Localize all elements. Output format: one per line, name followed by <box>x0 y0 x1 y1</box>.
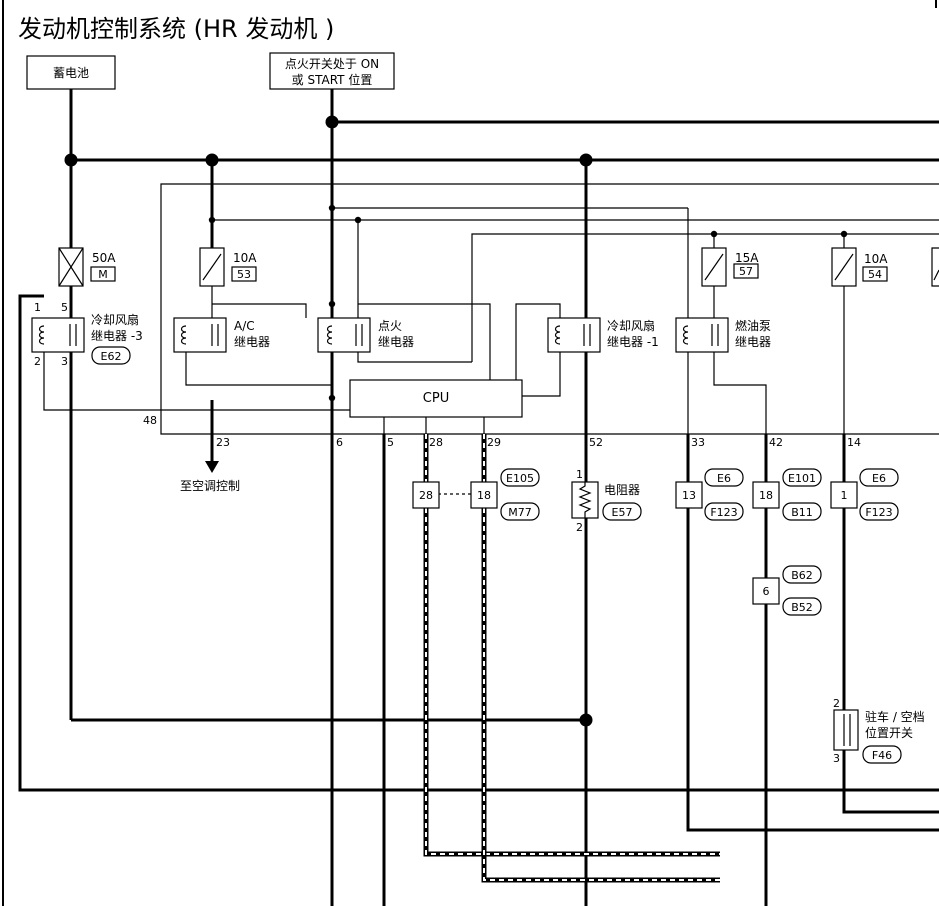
relay-fuel-pump: 燃油泵 继电器 <box>675 317 771 353</box>
terminal-5: 5 <box>387 436 394 449</box>
switch-connector: F46 <box>872 749 892 762</box>
connector-13-bottom: F123 <box>710 506 737 519</box>
ignition-label-1: 点火开关处于 ON <box>285 57 379 71</box>
fuse-50a-rating: 50A <box>92 251 116 265</box>
connector-18a-top: E105 <box>506 472 534 485</box>
switch-pin-3: 3 <box>833 752 840 765</box>
connector-1-bottom: F123 <box>865 506 892 519</box>
resistor-pin-2: 2 <box>576 521 583 534</box>
can-lines <box>423 434 720 883</box>
terminal-33: 33 <box>691 436 705 449</box>
fuse-57-rating: 15A <box>735 251 759 265</box>
ignition-label-2: 或 START 位置 <box>292 72 373 87</box>
connector-13-top: E6 <box>717 472 731 485</box>
relay-fan-3: 1 5 2 3 冷却风扇 继电器 -3 E62 <box>31 301 143 368</box>
fuel-relay-label-2: 继电器 <box>735 335 771 349</box>
resistor-pin-1: 1 <box>576 468 583 481</box>
connector-28-pin: 28 <box>419 489 433 502</box>
connector-1: 1 E6 F123 <box>830 468 899 521</box>
fuse-15a-57: 15A 57 <box>701 247 759 287</box>
ign-relay-label-2: 继电器 <box>378 335 414 349</box>
main-wires <box>69 89 939 906</box>
switch-label-1: 驻车 / 空档 <box>865 709 925 724</box>
fan1-label-1: 冷却风扇 <box>607 318 655 333</box>
external-wiring <box>18 294 939 906</box>
fan1-label-2: 继电器 -1 <box>607 335 659 349</box>
junction-dots <box>64 115 593 727</box>
fuse-50a-id: M <box>98 268 108 281</box>
ac-relay-label-2: 继电器 <box>234 335 270 349</box>
fuse-54-rating: 10A <box>864 252 888 266</box>
switch-pin-2: 2 <box>833 697 840 710</box>
cpu-block: CPU <box>349 379 523 418</box>
fuse-partial <box>931 247 939 287</box>
connector-6-bottom: B52 <box>791 601 813 614</box>
connector-6-pin: 6 <box>763 585 770 598</box>
fan3-pin-1: 1 <box>34 301 41 314</box>
ignition-switch-box: 点火开关处于 ON 或 START 位置 <box>269 52 395 90</box>
fan3-pin-2: 2 <box>34 355 41 368</box>
connector-18-e105: 18 E105 M77 <box>470 468 540 521</box>
resistor: 1 2 电阻器 E57 <box>571 468 642 534</box>
terminal-52: 52 <box>589 436 603 449</box>
fan3-label-2: 继电器 -3 <box>91 329 143 343</box>
fuse-10a-54: 10A 54 <box>831 247 888 287</box>
connector-6: 6 B62 B52 <box>752 565 822 616</box>
resistor-label: 电阻器 <box>604 483 640 497</box>
battery-label: 蓄电池 <box>53 66 89 80</box>
fuse-50a: 50A M <box>58 247 116 287</box>
connector-18b-pin: 18 <box>759 489 773 502</box>
internal-wiring <box>43 204 939 434</box>
terminal-23: 23 <box>216 436 230 449</box>
fuse-54-id: 54 <box>868 268 882 281</box>
connector-18b-bottom: B11 <box>791 506 813 519</box>
connector-13-pin: 13 <box>682 489 696 502</box>
resistor-connector: E57 <box>612 506 633 519</box>
switch-label-2: 位置开关 <box>865 725 913 740</box>
connector-13: 13 E6 F123 <box>675 468 744 521</box>
connector-1-top: E6 <box>872 472 886 485</box>
relay-fan-1: 冷却风扇 继电器 -1 <box>547 317 659 353</box>
fan3-connector: E62 <box>101 350 122 363</box>
terminal-42: 42 <box>769 436 783 449</box>
connector-18b-top: E101 <box>788 472 816 485</box>
fuel-relay-label-1: 燃油泵 <box>735 318 771 333</box>
diagram-title: 发动机控制系统 (HR 发动机 ) <box>18 15 334 43</box>
ac-control-label: 至空调控制 <box>180 479 240 493</box>
ac-relay-label-1: A/C <box>234 319 255 333</box>
connector-18a-bottom: M77 <box>508 506 532 519</box>
relay-ac: A/C 继电器 <box>173 317 270 353</box>
terminal-6: 6 <box>336 436 343 449</box>
ign-relay-label-1: 点火 <box>378 319 402 333</box>
fuse-53-id: 53 <box>237 268 251 281</box>
ipdm-outline <box>160 183 939 435</box>
fan3-pin-5: 5 <box>61 301 68 314</box>
fuse-57-id: 57 <box>739 265 753 278</box>
cpu-label: CPU <box>423 391 449 406</box>
connector-1-pin: 1 <box>841 489 848 502</box>
fan3-label-1: 冷却风扇 <box>91 312 139 327</box>
terminal-29: 29 <box>487 436 501 449</box>
connector-18-e101: 18 E101 B11 <box>752 468 822 521</box>
relay-ignition: 点火 继电器 <box>317 317 414 353</box>
connector-6-top: B62 <box>791 569 813 582</box>
battery-box: 蓄电池 <box>26 55 116 90</box>
connector-28: 28 <box>412 481 440 509</box>
terminal-48: 48 <box>143 414 157 427</box>
fuse-53-rating: 10A <box>233 251 257 265</box>
terminal-numbers: 48 23 6 5 28 29 52 33 42 14 <box>143 414 861 449</box>
park-neutral-switch: 2 3 驻车 / 空档 位置开关 F46 <box>833 697 925 765</box>
fuse-10a-53: 10A 53 <box>199 247 257 287</box>
connector-18a-pin: 18 <box>477 489 491 502</box>
fan3-pin-3: 3 <box>61 355 68 368</box>
terminal-28: 28 <box>429 436 443 449</box>
terminal-14: 14 <box>847 436 861 449</box>
